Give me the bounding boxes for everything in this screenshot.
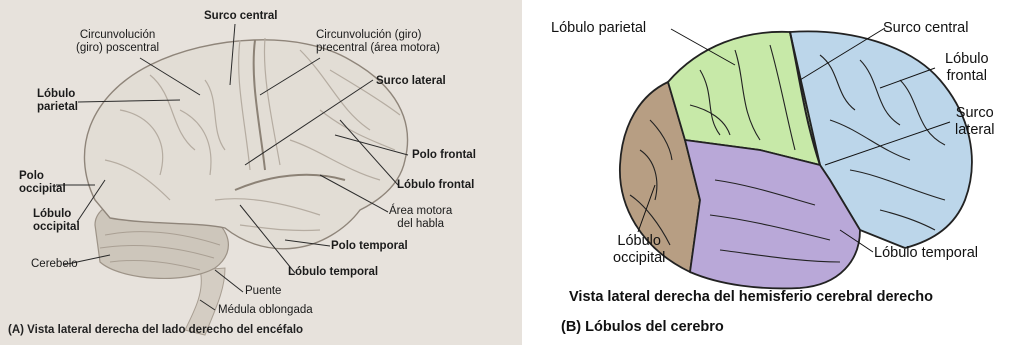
label-a-surco-central: Surco central	[204, 10, 278, 22]
label-b-surco-lateral: Surco lateral	[955, 105, 995, 138]
panel-b-leader-lines	[637, 27, 951, 253]
label-a-polo-temporal: Polo temporal	[331, 240, 408, 252]
label-a-polo-frontal: Polo frontal	[412, 149, 476, 161]
central-sulcus-shape	[252, 39, 266, 171]
label-a-surco-lateral: Surco lateral	[376, 75, 446, 87]
label-a-lobulo-parietal: Lóbulo parietal	[37, 88, 78, 114]
label-a-area-motora-habla: Área motora del habla	[389, 205, 453, 231]
label-a-circunvolucion-poscentral: Circunvolución (giro) poscentral	[76, 29, 160, 55]
label-a-circunvolucion-precentral: Circunvolución (giro) precentral (área m…	[316, 29, 440, 55]
brainstem-shape	[184, 267, 226, 336]
caption-panel-b: (B) Lóbulos del cerebro	[561, 319, 724, 335]
label-a-lobulo-frontal: Lóbulo frontal	[397, 179, 475, 191]
label-a-lobulo-temporal: Lóbulo temporal	[288, 266, 379, 278]
label-b-surco-central: Surco central	[883, 20, 969, 36]
label-a-lobulo-occipital: Lóbulo occipital	[33, 208, 80, 234]
lateral-sulcus-shape	[234, 173, 346, 191]
panel-a-leader-lines	[56, 23, 409, 311]
cerebrum-shape	[83, 39, 409, 250]
caption-panel-b-title: Vista lateral derecha del hemisferio cer…	[569, 289, 934, 305]
label-b-lobulo-occipital: Lóbulo occipital	[613, 233, 666, 266]
label-a-puente: Puente	[245, 285, 282, 297]
occipital-lobe	[619, 80, 701, 274]
label-a-medula-oblongada: Médula oblongada	[218, 304, 313, 316]
label-a-cerebelo: Cerebelo	[31, 258, 78, 270]
label-b-lobulo-parietal: Lóbulo parietal	[551, 20, 647, 36]
label-a-polo-occipital: Polo occipital	[19, 170, 66, 196]
caption-panel-a: (A) Vista lateral derecha del lado derec…	[8, 324, 304, 336]
label-b-lobulo-temporal: Lóbulo temporal	[874, 245, 978, 261]
label-b-lobulo-frontal: Lóbulo frontal	[945, 51, 989, 84]
panel-b-lobes	[619, 30, 973, 290]
